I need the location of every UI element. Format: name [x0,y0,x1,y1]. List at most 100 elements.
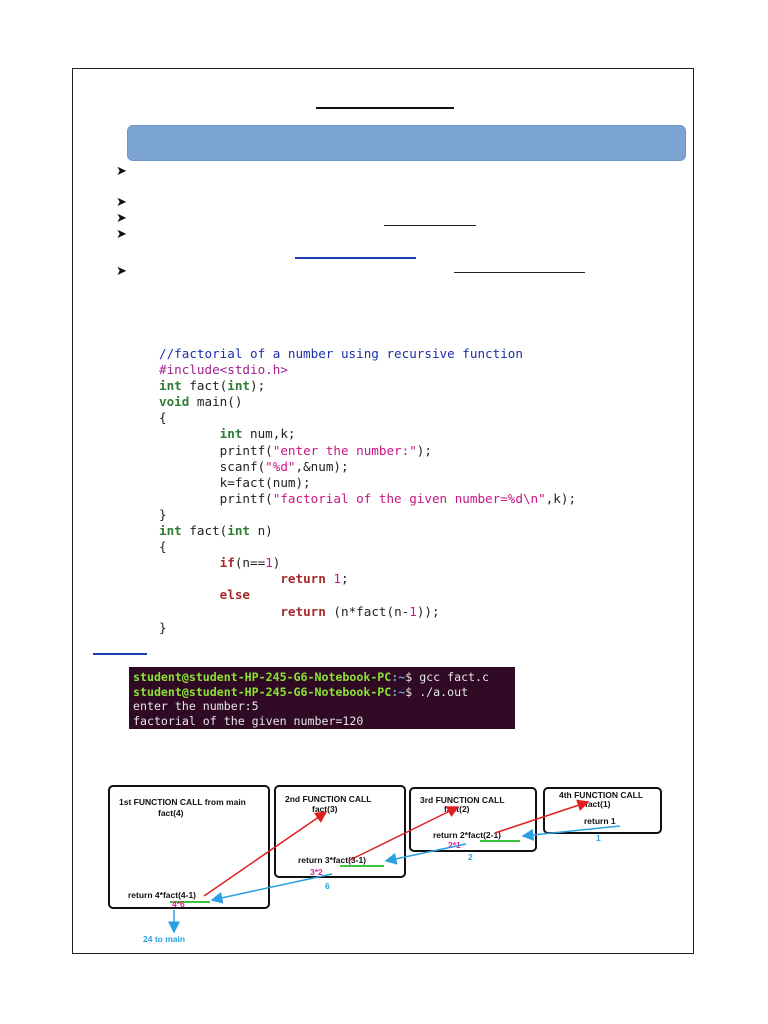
code-token: int [159,523,182,539]
terminal-user: student@student-HP-245-G6-Notebook-PC [133,670,392,684]
code-token [159,555,220,570]
page-frame [72,68,694,954]
code-line: printf("factorial of the given number=%d… [159,491,576,507]
code-token: 1 [409,603,417,619]
code-token: ,&num); [295,458,349,474]
call-box-1 [108,785,270,909]
code-line: int num,k; [159,426,576,442]
code-token: return [280,571,326,587]
underline-mark [454,272,585,273]
call-box-2 [274,785,406,878]
terminal-output: student@student-HP-245-G6-Notebook-PC:~$… [129,667,515,729]
code-token: (n*fact(n- [325,603,410,619]
code-token: { [159,539,167,555]
return-value-1: 1 [596,833,601,843]
call-eval-2: 3*2 [310,867,323,877]
terminal-user: student@student-HP-245-G6-Notebook-PC [133,684,392,699]
call-return-2: return 3*fact(3-1) [298,855,366,865]
return-value-2: 2 [468,852,473,862]
call-eval-1: 4*6 [172,899,185,909]
code-token: scanf( [159,458,266,474]
code-token: ); [416,442,432,458]
terminal-line: student@student-HP-245-G6-Notebook-PC:~$… [133,670,511,685]
code-token: void [159,394,190,410]
bullet-arrow-icon: ➤ [116,263,127,278]
code-token [159,587,220,602]
call-return-4: return 1 [584,816,616,826]
code-line: { [159,410,576,426]
code-line: } [159,507,576,523]
call-title-3: 3rd FUNCTION CALL [420,795,505,805]
return-arrow-3 [210,873,333,904]
terminal-line: enter the number:5 [133,699,259,713]
code-line: { [159,539,576,555]
code-token: ,k); [545,490,577,506]
code-token: "enter the number:" [272,442,417,458]
code-token [159,571,280,586]
return-value-3: 6 [325,881,330,891]
bullet-arrow-icon: ➤ [116,210,127,225]
terminal-path: :~ [391,670,406,684]
output-heading-underline [93,653,147,655]
code-token: ; [341,571,349,587]
call-return-1: return 4*fact(4-1) [128,890,196,900]
code-line: return 1; [159,571,576,587]
code-line: //factorial of a number using recursive … [159,346,576,362]
code-token: 1 [333,571,342,587]
code-token: fact( [181,523,228,539]
code-token: 1 [265,555,273,571]
code-token: "factorial of the given number=%d\n" [272,490,546,506]
code-line: int fact(int n) [159,523,576,539]
code-line: #include<stdio.h> [159,362,576,378]
code-token: int [227,378,250,394]
return-arrow-1 [521,825,621,841]
bullet-arrow-icon: ➤ [116,226,127,241]
code-token: printf( [159,442,273,458]
return-to-main: 24 to main [143,934,185,944]
code-token: int [219,426,243,442]
call-return-3: return 2*fact(2-1) [433,830,501,840]
call-box-4 [543,787,662,834]
code-token: int [159,378,182,394]
code-token: #include<stdio.h> [159,362,288,378]
terminal-line: factorial of the given number=120 [133,713,364,728]
call-fact-2: fact(3) [312,804,338,814]
code-token: ) [272,555,281,571]
terminal-path: :~ [391,684,406,699]
code-token: main() [189,394,243,410]
call-eval-3: 2*1 [448,840,461,850]
code-token: (n== [234,555,266,571]
code-token: fact( [181,378,228,394]
recursion-diagram: 1st FUNCTION CALL from main fact(4) retu… [108,785,662,944]
return-arrow-2 [384,843,467,865]
code-token: { [159,410,167,426]
code-line: k=fact(num); [159,475,576,491]
underline-mark [384,225,476,226]
code-token: )); [416,603,440,619]
call-fact-4: fact(1) [585,799,611,809]
code-token [159,426,220,441]
code-token: ); [250,378,266,394]
call-arrow-1 [203,811,328,897]
bullet-arrow-icon: ➤ [116,163,127,178]
code-block: //factorial of a number using recursive … [159,346,576,636]
code-token: int [227,523,250,539]
bullet-arrow-icon: ➤ [116,194,127,209]
code-line: void main() [159,394,576,410]
code-token: printf( [159,490,273,506]
terminal-command: $ ./a.out [405,684,469,699]
code-token: n) [250,523,273,539]
code-token: k=fact(num); [159,474,311,490]
code-line: if(n==1) [159,555,576,571]
title-underline [316,107,454,109]
code-token: else [219,587,251,603]
code-token: if [219,555,235,571]
code-line: } [159,620,576,636]
call-title-4: 4th FUNCTION CALL [559,790,643,800]
code-token: num,k; [242,426,296,442]
terminal-line: student@student-HP-245-G6-Notebook-PC:~$… [133,685,511,700]
terminal-command: $ gcc fact.c [405,670,489,684]
code-token: //factorial of a number using recursive … [159,346,523,361]
code-line: return (n*fact(n-1)); [159,604,576,620]
code-token: } [159,619,167,635]
